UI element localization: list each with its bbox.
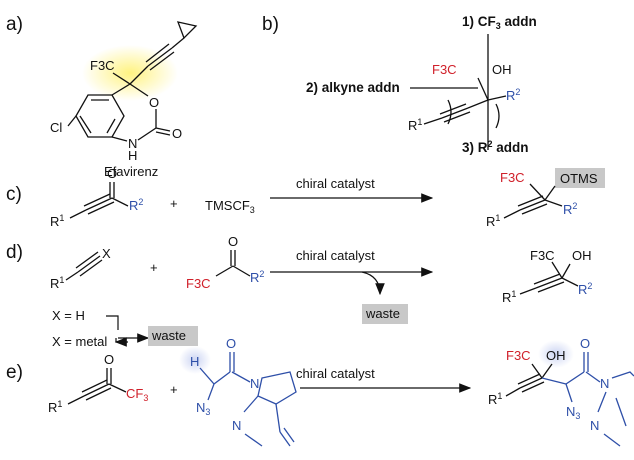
- e-h-label: H: [190, 354, 199, 369]
- e-product-oh-label: OH: [546, 348, 566, 363]
- trifluoromethyl-label: F3C: [90, 58, 115, 73]
- carbonyl-oxygen-label: O: [172, 126, 182, 141]
- e-product-r1-label: R1: [488, 391, 502, 407]
- d-waste-arrow: [361, 271, 385, 296]
- cyclopropyl-ring: [176, 21, 198, 40]
- step3-label: 3) R2 addn: [462, 139, 529, 155]
- d-x-label: X: [102, 246, 111, 261]
- c-product-r1-label: R1: [486, 213, 500, 229]
- e-oxygen-label: O: [104, 352, 114, 367]
- b-r2-label: R2: [506, 87, 520, 103]
- e-h-glow: [179, 346, 211, 374]
- d-r2-label: R2: [250, 269, 264, 285]
- d-product-r2-label: R2: [578, 281, 592, 297]
- panel-c: c) O R2 R1 + TMSCF3 chiral catalyst F3C …: [6, 166, 605, 229]
- d-xh-label: X = H: [52, 308, 85, 323]
- panel-b: b) 1) CF3 addn 2) alkyne addn 3) R2 addn…: [262, 14, 537, 155]
- panel-label-d: d): [6, 242, 23, 263]
- nitrogen-h-label: H: [128, 148, 137, 163]
- e-azide-label: N3: [196, 400, 210, 417]
- e-amide-oxygen-label: O: [226, 336, 236, 351]
- c-r2-label: R2: [129, 197, 143, 213]
- panel-a: a) Cl O O N H F3C Efavirenz: [6, 14, 198, 179]
- e-oh-glow: [538, 340, 574, 368]
- d-catalyst-label: chiral catalyst: [296, 248, 375, 263]
- e-catalyst-label: chiral catalyst: [296, 366, 375, 381]
- e-pyrroline-ring: [257, 371, 297, 405]
- panel-d: d) X R1 + O F3C R2 chiral catalyst waste…: [6, 234, 592, 349]
- d-waste-box: [362, 304, 408, 324]
- panel-label-e: e): [6, 362, 23, 383]
- step2-label: 2) alkyne addn: [306, 80, 400, 95]
- e-pyridine-nitrogen-label: N: [232, 418, 241, 433]
- e-product-pyridine-nitrogen-label: N: [590, 418, 599, 433]
- d-r1-label: R1: [50, 275, 64, 291]
- e-product-oxygen-label: O: [580, 336, 590, 351]
- e-plus: +: [170, 382, 178, 397]
- d-xmetal-arrow: [116, 338, 128, 342]
- d-waste2-label: waste: [151, 328, 186, 343]
- d-waste2-box: [148, 326, 198, 346]
- efavirenz-name: Efavirenz: [104, 164, 158, 179]
- c-r1-label: R1: [50, 213, 64, 229]
- nitrogen-label: N: [128, 136, 137, 151]
- panel-label-b: b): [262, 14, 279, 35]
- panel-label-c: c): [6, 184, 22, 205]
- e-cf3-label: CF3: [126, 386, 148, 403]
- e-product-f3c-label: F3C: [506, 348, 531, 363]
- c-otms-box: [555, 168, 605, 188]
- e-product-azide-label: N3: [566, 404, 580, 421]
- c-f3c-label: F3C: [500, 170, 525, 185]
- d-waste-label: waste: [365, 306, 400, 321]
- d-plus: +: [150, 260, 158, 275]
- e-amide-nitrogen-label: N: [250, 376, 259, 391]
- c-otms-label: OTMS: [560, 171, 598, 186]
- highlight-glow: [82, 45, 178, 101]
- d-product-r1-label: R1: [502, 289, 516, 305]
- e-product-ring: [611, 371, 634, 379]
- panel-label-a: a): [6, 14, 23, 35]
- ring-oxygen-label: O: [149, 95, 159, 110]
- panel-e: e) O CF3 R1 + H O N3 N N chiral catalyst: [6, 336, 634, 447]
- c-catalyst-label: chiral catalyst: [296, 176, 375, 191]
- b-r1-label: R1: [408, 117, 422, 133]
- c-reagent-label: TMSCF3: [205, 198, 255, 215]
- d-oh-label: OH: [572, 248, 592, 263]
- d-xmetal-label: X = metal: [52, 334, 107, 349]
- e-r1-label: R1: [48, 399, 62, 415]
- c-oxygen-label: O: [107, 166, 117, 181]
- chloro-label: Cl: [50, 120, 62, 135]
- b-f3c-label: F3C: [432, 62, 457, 77]
- c-plus: +: [170, 196, 178, 211]
- d-xh-bracket: [106, 315, 119, 330]
- benzene-ring: [75, 94, 125, 138]
- b-oh-label: OH: [492, 62, 512, 77]
- d-product-f3c-label: F3C: [530, 248, 555, 263]
- disconnection-mark-2: [495, 103, 500, 129]
- step1-label: 1) CF3 addn: [462, 14, 537, 31]
- c-product-r2-label: R2: [563, 201, 577, 217]
- disconnection-mark-1: [447, 99, 452, 125]
- e-product-nitrogen-label: N: [600, 376, 609, 391]
- d-oxygen-label: O: [228, 234, 238, 249]
- d-f3c-label: F3C: [186, 276, 211, 291]
